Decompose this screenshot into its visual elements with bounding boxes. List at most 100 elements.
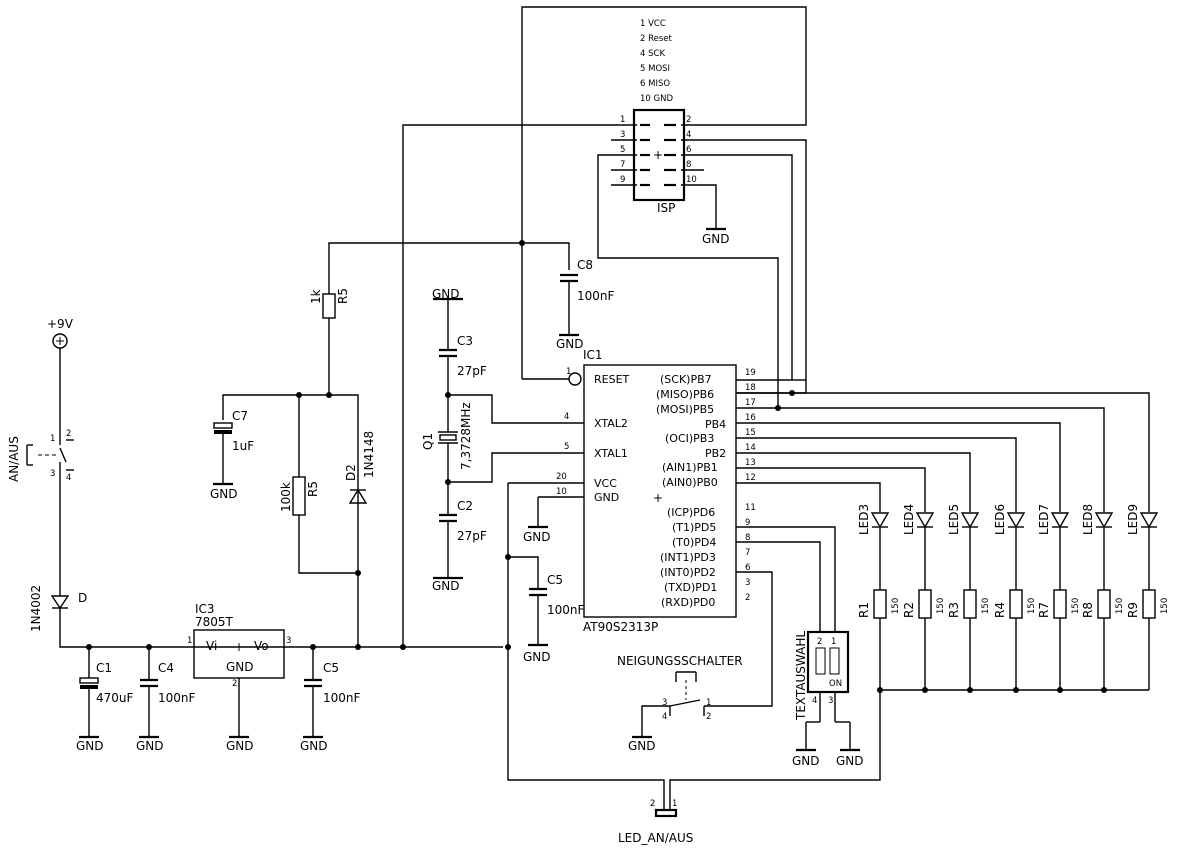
svg-text:14: 14 [745,443,756,453]
svg-text:R2: R2 [902,602,916,618]
svg-text:LED4: LED4 [902,504,916,535]
capacitor-c4: C4 100nF [140,647,196,737]
wire-reset-net [222,394,359,647]
diode-d: 1N4002 D [29,585,87,632]
svg-text:2: 2 [650,799,655,809]
svg-text:12: 12 [745,473,756,483]
resistor-r5-1k: R5 1k [309,288,350,319]
svg-text:ISP: ISP [657,201,675,215]
svg-text:(AIN1)PB1: (AIN1)PB1 [662,461,718,474]
svg-text:2: 2 [745,593,750,603]
svg-text:Vo: Vo [254,639,269,653]
svg-text:150: 150 [1071,598,1081,614]
svg-text:R4: R4 [993,602,1007,618]
regulator-ic3: IC3 7805T Vi Vo GND + 1 3 2 [187,602,291,737]
svg-text:(AIN0)PB0: (AIN0)PB0 [662,476,718,489]
svg-text:150: 150 [936,598,946,614]
svg-text:LED7: LED7 [1037,504,1051,535]
svg-text:GND: GND [210,487,238,501]
svg-text:C4: C4 [158,661,174,675]
svg-text:(MOSI)PB5: (MOSI)PB5 [656,403,714,416]
svg-text:150: 150 [1115,598,1125,614]
svg-text:3: 3 [620,130,625,140]
svg-text:VCC: VCC [594,477,617,490]
svg-text:7: 7 [620,160,625,170]
svg-text:1: 1 [187,636,192,646]
svg-text:LED3: LED3 [857,504,871,535]
svg-text:4: 4 [564,412,569,422]
svg-text:1uF: 1uF [232,439,254,453]
svg-text:10 GND: 10 GND [640,94,673,104]
svg-text:GND: GND [300,739,328,753]
svg-text:PB4: PB4 [705,418,726,431]
svg-text:1 VCC: 1 VCC [640,19,666,29]
svg-text:D2: D2 [344,464,358,481]
svg-text:4: 4 [812,696,817,706]
svg-text:3: 3 [662,698,667,708]
svg-text:7,3728MHz: 7,3728MHz [459,402,473,470]
svg-text:2: 2 [232,679,237,689]
svg-text:2: 2 [706,712,711,722]
svg-text:3: 3 [828,696,833,706]
led-column-6: LED8 R8 150 [1081,504,1125,690]
svg-text:8: 8 [745,533,750,543]
svg-text:GND: GND [556,337,584,351]
dip-switch[interactable]: 2 1 ON 4 3 TEXTAUSWAHL GND GND [792,631,864,768]
svg-text:(RXD)PD0: (RXD)PD0 [661,596,715,609]
supply-label: +9V [47,317,74,331]
onoff-switch[interactable]: 1 2 3 4 AN/AUS [7,429,74,483]
led-column-3: LED5 R3 150 [947,504,991,690]
svg-text:6: 6 [686,145,691,155]
svg-text:100nF: 100nF [158,691,196,705]
svg-text:16: 16 [745,413,756,423]
led-onoff-connector[interactable]: 2 1 LED_AN/AUS [618,799,693,845]
svg-text:(OCI)PB3: (OCI)PB3 [665,432,714,445]
svg-text:XTAL2: XTAL2 [594,417,628,430]
svg-text:9: 9 [620,175,625,185]
svg-text:27pF: 27pF [457,529,487,543]
svg-text:7: 7 [745,548,750,558]
svg-text:4: 4 [662,712,667,722]
svg-text:R5: R5 [306,481,320,497]
wire-xtal1 [448,452,584,483]
svg-text:R5: R5 [336,288,350,304]
gnd-symbols-left: GND GND GND GND [76,735,328,753]
tilt-switch: NEIGUNGSSCHALTER 3 4 1 2 GND [617,654,743,753]
capacitor-c8: C8 100nF GND [556,258,615,351]
svg-text:100nF: 100nF [323,691,361,705]
svg-text:RESET: RESET [594,373,630,386]
svg-text:100k: 100k [279,482,293,512]
onoff-label: AN/AUS [7,436,21,482]
capacitor-c1: C1 470uF [79,647,134,737]
svg-text:PB2: PB2 [705,447,726,460]
svg-text:2: 2 [66,429,71,439]
svg-text:C2: C2 [457,499,473,513]
svg-text:10: 10 [556,487,567,497]
svg-text:3: 3 [286,636,291,646]
svg-text:5: 5 [620,145,625,155]
svg-text:150: 150 [891,598,901,614]
mcu-ic1: IC1 AT90S2313P + RESET 1 XTAL2 4 XTAL1 5… [508,348,756,634]
svg-text:2 Reset: 2 Reset [640,34,673,44]
capacitor-c5-reg: C5 100nF [304,647,361,737]
svg-text:7805T: 7805T [195,615,234,629]
wire-sck [681,154,793,381]
svg-text:R3: R3 [947,602,961,618]
svg-text:R1: R1 [857,602,871,618]
svg-text:GND: GND [226,739,254,753]
svg-text:Vi: Vi [206,639,217,653]
led-bank [736,379,1150,512]
svg-text:6: 6 [745,563,750,573]
svg-text:+: + [234,640,244,654]
svg-text:TEXTAUSWAHL: TEXTAUSWAHL [794,631,808,721]
svg-text:C1: C1 [96,661,112,675]
svg-text:GND: GND [836,754,864,768]
capacitor-c2: C2 27pF GND [432,499,487,593]
svg-text:ON: ON [829,679,842,689]
svg-text:11: 11 [745,503,756,513]
svg-text:1: 1 [620,115,625,125]
svg-text:XTAL1: XTAL1 [594,447,628,460]
led-column-2: LED4 R2 150 [902,504,946,690]
svg-text:1: 1 [672,799,677,809]
svg-text:100nF: 100nF [577,289,615,303]
